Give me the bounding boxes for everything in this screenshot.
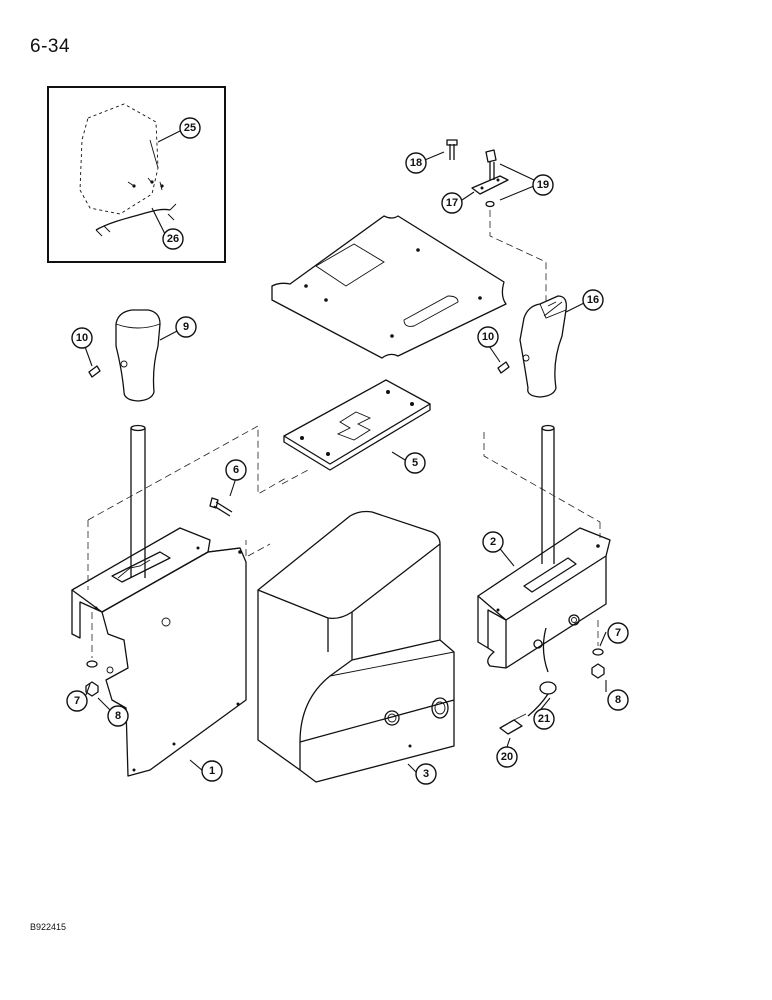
set-screw-10-left bbox=[88, 365, 101, 378]
callout-7-left-label: 7 bbox=[74, 695, 80, 707]
callout-17-label: 17 bbox=[446, 197, 458, 209]
bolt-6 bbox=[209, 497, 233, 517]
callout-10-right-label: 10 bbox=[482, 331, 494, 343]
callout-10-left: 10 bbox=[71, 327, 93, 349]
callout-8-left: 8 bbox=[107, 705, 129, 727]
shift-lever-rod-left bbox=[130, 424, 146, 578]
callout-5-label: 5 bbox=[412, 457, 418, 469]
callout-19: 19 bbox=[532, 174, 554, 196]
callout-9: 9 bbox=[175, 316, 197, 338]
callout-10-right: 10 bbox=[477, 326, 499, 348]
shift-knob-9 bbox=[115, 309, 161, 402]
callout-20: 20 bbox=[496, 746, 518, 768]
callout-8-right: 8 bbox=[607, 689, 629, 711]
gate-plate-5 bbox=[283, 379, 431, 471]
callout-10-left-label: 10 bbox=[76, 332, 88, 344]
washer-7-right bbox=[592, 648, 604, 656]
inset-detail bbox=[47, 86, 226, 263]
callout-6: 6 bbox=[225, 459, 247, 481]
callout-1: 1 bbox=[201, 760, 223, 782]
callout-1-label: 1 bbox=[209, 765, 215, 777]
connector-20 bbox=[499, 713, 527, 735]
washer-19 bbox=[485, 200, 495, 208]
nut-8-left bbox=[85, 681, 99, 697]
callout-7-right-label: 7 bbox=[615, 627, 621, 639]
callout-25: 25 bbox=[179, 117, 201, 139]
figure-code: B922415 bbox=[30, 922, 67, 932]
cover-part-25 bbox=[79, 103, 164, 215]
switch-harness-21 bbox=[527, 627, 557, 717]
button-19 bbox=[485, 149, 497, 180]
shift-bracket-2 bbox=[477, 527, 611, 669]
alignment-lines bbox=[87, 210, 601, 658]
shift-knob-16 bbox=[519, 295, 567, 398]
callout-9-label: 9 bbox=[183, 321, 189, 333]
callout-25-label: 25 bbox=[184, 122, 196, 134]
callout-17: 17 bbox=[441, 192, 463, 214]
callout-7-left: 7 bbox=[66, 690, 88, 712]
transmission-housing-3 bbox=[257, 510, 455, 783]
callout-8-right-label: 8 bbox=[615, 694, 621, 706]
floor-mat-plate bbox=[271, 215, 507, 359]
nut-8-right bbox=[591, 663, 605, 679]
callout-6-label: 6 bbox=[233, 464, 239, 476]
callout-8-left-label: 8 bbox=[115, 710, 121, 722]
callout-20-label: 20 bbox=[501, 751, 513, 763]
retainer-plate-17 bbox=[471, 175, 509, 195]
callout-21-label: 21 bbox=[538, 713, 550, 725]
callout-16-label: 16 bbox=[587, 294, 599, 306]
callout-18: 18 bbox=[405, 152, 427, 174]
wire-harness-26 bbox=[95, 203, 177, 237]
callout-2: 2 bbox=[482, 531, 504, 553]
callout-3: 3 bbox=[415, 763, 437, 785]
shift-bracket-1 bbox=[71, 527, 247, 777]
callout-16: 16 bbox=[582, 289, 604, 311]
page-number: 6-34 bbox=[30, 36, 71, 57]
callout-2-label: 2 bbox=[490, 536, 496, 548]
washer-7-left bbox=[86, 660, 98, 668]
callout-19-label: 19 bbox=[537, 179, 549, 191]
callout-26: 26 bbox=[162, 228, 184, 250]
callout-26-label: 26 bbox=[167, 233, 179, 245]
callout-3-label: 3 bbox=[423, 768, 429, 780]
set-screw-10-right bbox=[497, 361, 510, 374]
callout-18-label: 18 bbox=[410, 157, 422, 169]
callout-21: 21 bbox=[533, 708, 555, 730]
bolt-18 bbox=[446, 139, 458, 160]
callout-5: 5 bbox=[404, 452, 426, 474]
leader-lines bbox=[83, 129, 607, 776]
callout-7-right: 7 bbox=[607, 622, 629, 644]
